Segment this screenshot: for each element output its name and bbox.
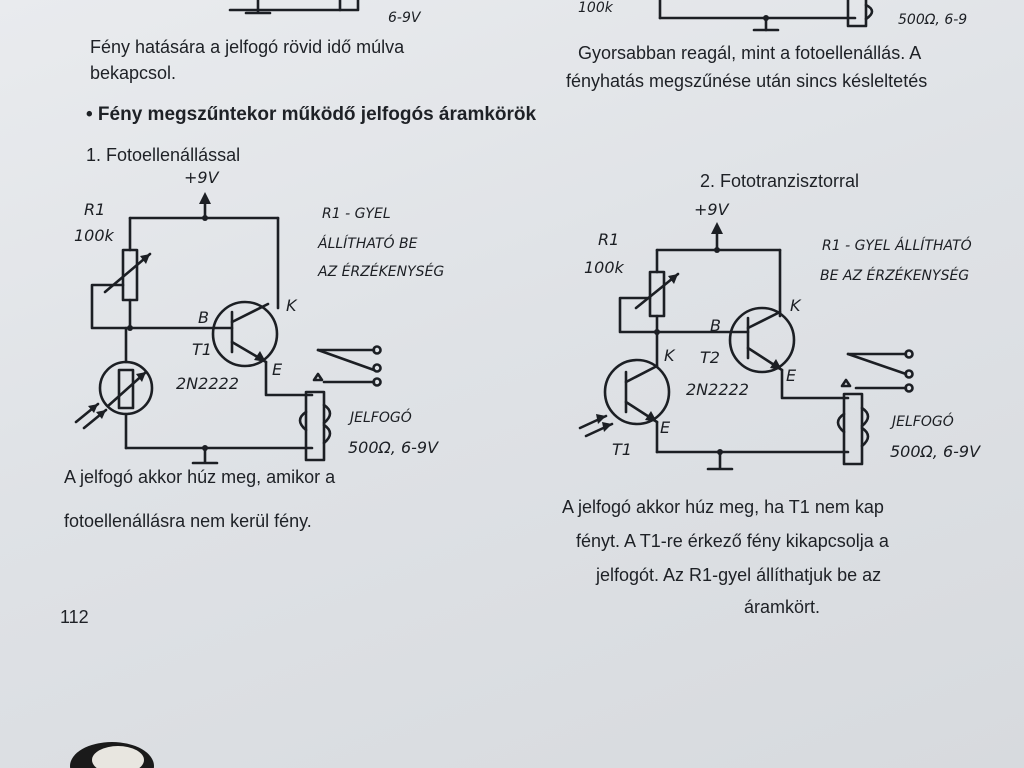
c2-description-line-2: fényt. A T1-re érkező fény kikapcsolja a <box>576 531 889 551</box>
c1-t-name: T1 <box>192 340 212 359</box>
c2-emitter1: E <box>660 418 671 437</box>
c2-description-line-3: jelfogót. Az R1-gyel állíthatjuk be az <box>596 565 882 585</box>
c2-r-name: R1 <box>598 230 620 249</box>
circuit-1-caption: 1. Fotoellenállással <box>86 145 241 165</box>
c1-collector: K <box>286 296 297 315</box>
c1-description-line-2: fotoellenállásra nem kerül fény. <box>64 511 312 531</box>
c1-supply: +9V <box>184 168 219 187</box>
c1-description-line-1: A jelfogó akkor húz meg, amikor a <box>64 467 336 487</box>
c1-note-2: ÁLLÍTHATÓ BE <box>318 236 418 252</box>
c1-relay-name: JELFOGÓ <box>350 410 412 426</box>
c2-note-2: BE AZ ÉRZÉKENYSÉG <box>820 268 970 284</box>
c2-t1-name: T1 <box>612 440 632 459</box>
section-title: • Fény megszűntekor működő jelfogós áram… <box>86 104 537 125</box>
c2-t2-name: T2 <box>700 348 720 367</box>
page-number: 112 <box>60 607 89 627</box>
top-right-relay-label: 500Ω, 6-9 <box>898 12 967 28</box>
relay-coil-1 <box>304 390 326 462</box>
c1-relay-value: 500Ω, 6-9V <box>348 438 439 457</box>
c2-description-line-4: áramkört. <box>744 597 821 617</box>
light-arrows-2 <box>578 414 614 438</box>
c2-collector1: K <box>664 346 675 365</box>
c2-supply: +9V <box>694 200 729 219</box>
c1-note-3: AZ ÉRZÉKENYSÉG <box>318 264 445 280</box>
supply-arrow-2 <box>711 222 723 234</box>
supply-arrow-1 <box>199 192 211 204</box>
light-arrows-1 <box>74 402 108 430</box>
relay-contacts-2 <box>840 349 914 393</box>
c1-base: B <box>198 308 209 327</box>
c1-r-name: R1 <box>84 200 106 219</box>
c1-note-1: R1 - GYEL <box>322 206 391 222</box>
c2-collector2: K <box>790 296 801 315</box>
c2-relay-value: 500Ω, 6-9V <box>890 442 981 461</box>
c2-note-1: R1 - GYEL ÁLLÍTHATÓ <box>822 238 972 254</box>
circuit-2-schematic <box>578 222 914 471</box>
c2-description-line-1: A jelfogó akkor húz meg, ha T1 nem kap <box>562 497 884 517</box>
c2-emitter2: E <box>786 366 797 385</box>
c2-t-type: 2N2222 <box>686 380 749 399</box>
c1-r-value: 100k <box>74 226 114 245</box>
c1-emitter: E <box>272 360 283 379</box>
relay-contacts-1 <box>312 345 382 387</box>
c2-base: B <box>710 316 721 335</box>
binder-clip <box>70 742 154 768</box>
top-left-relay-label: 6-9V <box>388 10 422 26</box>
top-right-text-line-2: fényhatás megszűnése után sincs késlelte… <box>566 71 928 91</box>
transistor-t1 <box>211 300 279 368</box>
circuit-2-caption: 2. Fototranzisztorral <box>700 171 860 191</box>
relay-coil-2 <box>842 392 864 466</box>
transistor-t2 <box>728 306 796 374</box>
top-right-circuit-fragment: 100k 500Ω, 6-9 <box>578 0 967 32</box>
c1-t-type: 2N2222 <box>176 374 239 393</box>
top-left-text-line-1: Fény hatására a jelfogó rövid idő múlva <box>90 37 405 57</box>
top-left-text-line-2: bekapcsol. <box>90 63 177 83</box>
phototransistor-t1 <box>603 358 671 426</box>
c2-r-value: 100k <box>584 258 624 277</box>
top-right-text-line-1: Gyorsabban reagál, mint a fotoellenállás… <box>578 43 922 63</box>
top-left-circuit-fragment: 6-9V <box>228 0 422 26</box>
top-right-r-label: 100k <box>578 0 614 16</box>
c2-relay-name: JELFOGÓ <box>892 414 954 430</box>
circuit-1-schematic <box>74 192 382 465</box>
